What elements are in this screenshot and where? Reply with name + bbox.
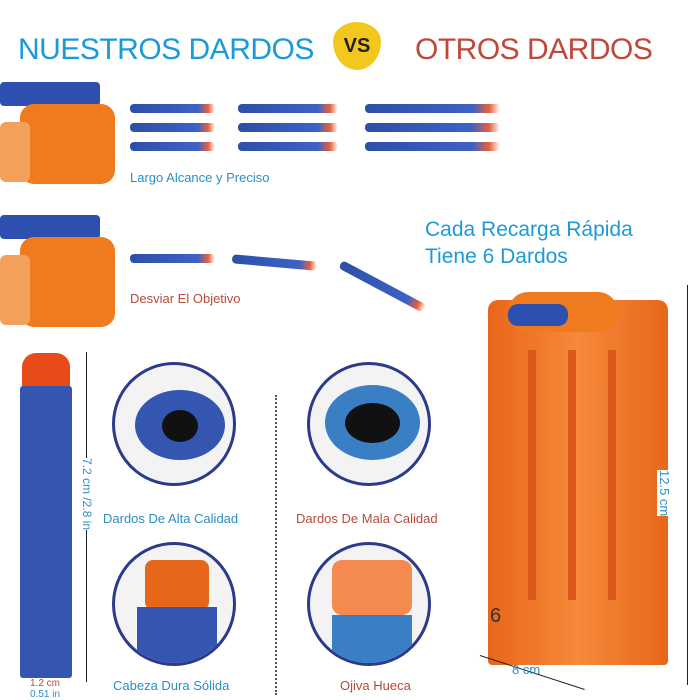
bad-accuracy-label: Desviar El Objetivo: [130, 291, 241, 306]
magazine-caption-line2: Tiene 6 Dardos: [425, 245, 568, 268]
detail-label-good: Dardos De Alta Calidad: [103, 511, 239, 526]
vs-label: VS: [343, 35, 371, 57]
blaster-image: [0, 215, 120, 327]
vs-flame-icon: VS: [333, 22, 381, 70]
solid-head-closeup: [112, 542, 236, 666]
magazine-caption-line1: Cada Recarga Rápida: [425, 218, 633, 241]
magazine-caption: Cada Recarga Rápida Tiene 6 Dardos: [425, 216, 633, 270]
title-others: OTROS DARDOS: [415, 33, 653, 66]
magazine-height: 12.5 cm: [657, 470, 672, 517]
dart-body: [20, 386, 72, 678]
blaster-image: [0, 82, 120, 192]
divider: [275, 395, 277, 695]
magazine-width: 8 cm: [512, 662, 541, 677]
height-dimension-line: [687, 285, 688, 685]
magazine-number: 6: [490, 605, 502, 627]
good-dart-closeup: [112, 362, 236, 486]
good-accuracy-label: Largo Alcance y Preciso: [130, 170, 270, 185]
detail-label-hollow-head: Ojiva Hueca: [340, 678, 411, 693]
bad-dart-closeup: [307, 362, 431, 486]
detail-label-solid-head: Cabeza Dura Sólida: [113, 678, 230, 693]
dart-tip: [22, 353, 70, 388]
title-ours: NUESTROS DARDOS: [18, 33, 314, 66]
dart-diameter-in: 0.51 in: [30, 689, 61, 700]
dart-diameter-cm: 1.2 cm: [30, 678, 61, 689]
detail-label-bad: Dardos De Mala Calidad: [296, 511, 438, 526]
dart-length: 7.2 cm /2.8 in: [80, 458, 94, 531]
magazine-image: 6: [488, 292, 668, 665]
hollow-head-closeup: [307, 542, 431, 666]
